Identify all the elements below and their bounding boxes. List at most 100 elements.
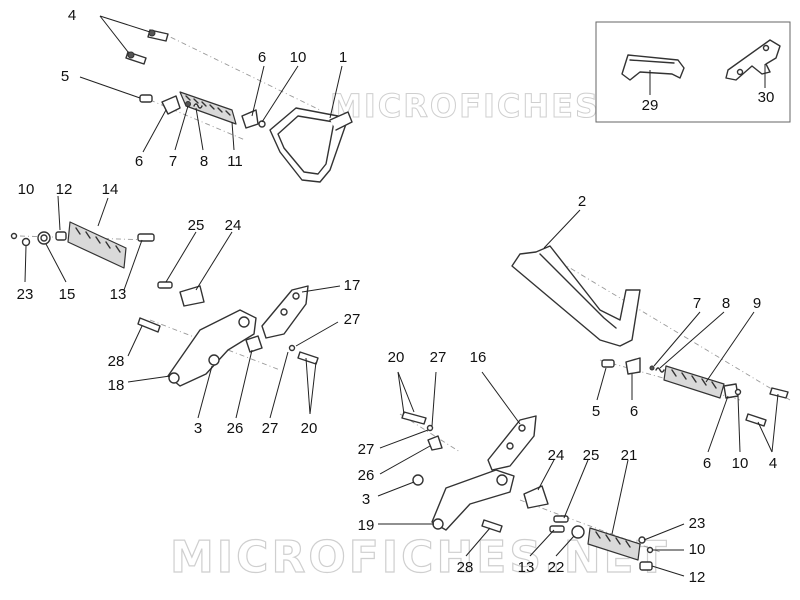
label-4b: 4 [769, 455, 777, 472]
label-8a: 8 [200, 153, 208, 170]
label-26a: 26 [227, 420, 244, 437]
part-22-spring [571, 525, 585, 539]
label-13a: 13 [110, 286, 127, 303]
label-12b: 12 [689, 569, 706, 586]
part-10-washer [258, 120, 266, 128]
part-3-nut [208, 354, 220, 366]
part-12-pin [55, 231, 67, 241]
label-27a: 27 [344, 311, 361, 328]
label-6b: 6 [135, 153, 143, 170]
label-25a: 25 [188, 217, 205, 234]
label-16: 16 [470, 349, 487, 366]
label-14: 14 [102, 181, 119, 198]
part-25-screw-b [553, 515, 569, 523]
label-3b: 3 [362, 491, 370, 508]
label-20b: 20 [388, 349, 405, 366]
label-13b: 13 [518, 559, 535, 576]
part-8-spring-b [655, 367, 665, 373]
label-6d: 6 [703, 455, 711, 472]
part-28-bolt [137, 317, 161, 333]
label-5a: 5 [61, 68, 69, 85]
label-10a: 10 [290, 49, 307, 66]
label-27d: 27 [358, 441, 375, 458]
part-2-frame [511, 245, 641, 347]
part-13-pin [137, 233, 155, 242]
label-2: 2 [578, 193, 586, 210]
part-27-washer [288, 344, 296, 352]
label-24b: 24 [548, 447, 565, 464]
label-10c: 10 [732, 455, 749, 472]
part-13-pin-b [549, 525, 565, 533]
label-27c: 27 [430, 349, 447, 366]
assembly-top-left: 4 5 6 10 1 6 7 8 11 [61, 7, 353, 183]
label-10b: 10 [18, 181, 35, 198]
part-6-bracket [161, 95, 181, 115]
watermark-bottom: MICROFICHES.NET [170, 532, 670, 583]
label-4a: 4 [68, 7, 76, 24]
part-4-bolts-b [745, 387, 789, 427]
part-9-footpeg [663, 365, 725, 399]
label-19: 19 [358, 517, 375, 534]
label-20a: 20 [301, 420, 318, 437]
part-12-pin-b [639, 561, 653, 571]
part-5-pin-b [601, 359, 615, 368]
part-6-bracket-c [625, 357, 641, 375]
inset-box: 29 30 [595, 21, 791, 123]
part-7-ball [185, 101, 191, 107]
label-3a: 3 [194, 420, 202, 437]
part-24-plate [179, 285, 205, 307]
part-20-bolts [297, 351, 319, 365]
label-11: 11 [227, 153, 243, 170]
part-8-spring [193, 103, 203, 109]
label-18: 18 [108, 377, 125, 394]
label-21: 21 [621, 447, 638, 464]
assembly-right: 2 7 8 9 5 6 6 10 4 [511, 193, 791, 472]
label-15: 15 [59, 286, 76, 303]
part-17-heelguard [261, 285, 309, 339]
label-29: 29 [642, 97, 659, 114]
part-6-bracket-b [241, 109, 259, 129]
label-1: 1 [339, 49, 347, 66]
label-28b: 28 [457, 559, 474, 576]
label-24a: 24 [225, 217, 242, 234]
label-17: 17 [344, 277, 361, 294]
label-23b: 23 [689, 515, 706, 532]
assembly-middle-left: 10 12 14 23 15 25 24 13 17 27 28 18 3 26… [10, 181, 361, 437]
part-25-screw [157, 281, 173, 289]
assembly-bottom-center: 20 27 16 27 26 3 19 24 25 21 28 13 22 23… [358, 349, 706, 586]
part-10-washer-b [10, 232, 18, 240]
part-7-ball-b [649, 365, 655, 371]
label-8b: 8 [722, 295, 730, 312]
part-5-pin [139, 94, 153, 103]
label-30: 30 [758, 89, 775, 106]
label-12a: 12 [56, 181, 73, 198]
part-24-plate-b [523, 485, 549, 509]
part-10-washer-d [646, 546, 654, 554]
part-29-bracket [621, 54, 685, 81]
part-20-bolts-b [401, 411, 427, 425]
part-19-hanger [431, 469, 515, 531]
part-1-frame [269, 107, 353, 183]
label-9: 9 [753, 295, 761, 312]
part-30-bracket [725, 39, 781, 81]
part-3-nut-b [412, 474, 424, 486]
label-10d: 10 [689, 541, 706, 558]
label-6a: 6 [258, 49, 266, 66]
label-7a: 7 [169, 153, 177, 170]
part-23-washer [21, 237, 31, 247]
label-23a: 23 [17, 286, 34, 303]
label-25b: 25 [583, 447, 600, 464]
label-26b: 26 [358, 467, 375, 484]
part-18-hanger [167, 309, 257, 387]
label-28a: 28 [108, 353, 125, 370]
part-27-washer-b [426, 424, 434, 432]
part-11-footpeg [179, 91, 237, 125]
part-28-bolt-b [481, 519, 503, 533]
part-4-bolts [125, 29, 169, 65]
label-22: 22 [548, 559, 565, 576]
part-26-spacer [245, 335, 263, 353]
label-27b: 27 [262, 420, 279, 437]
part-16-heelguard [487, 415, 537, 471]
label-7b: 7 [693, 295, 701, 312]
